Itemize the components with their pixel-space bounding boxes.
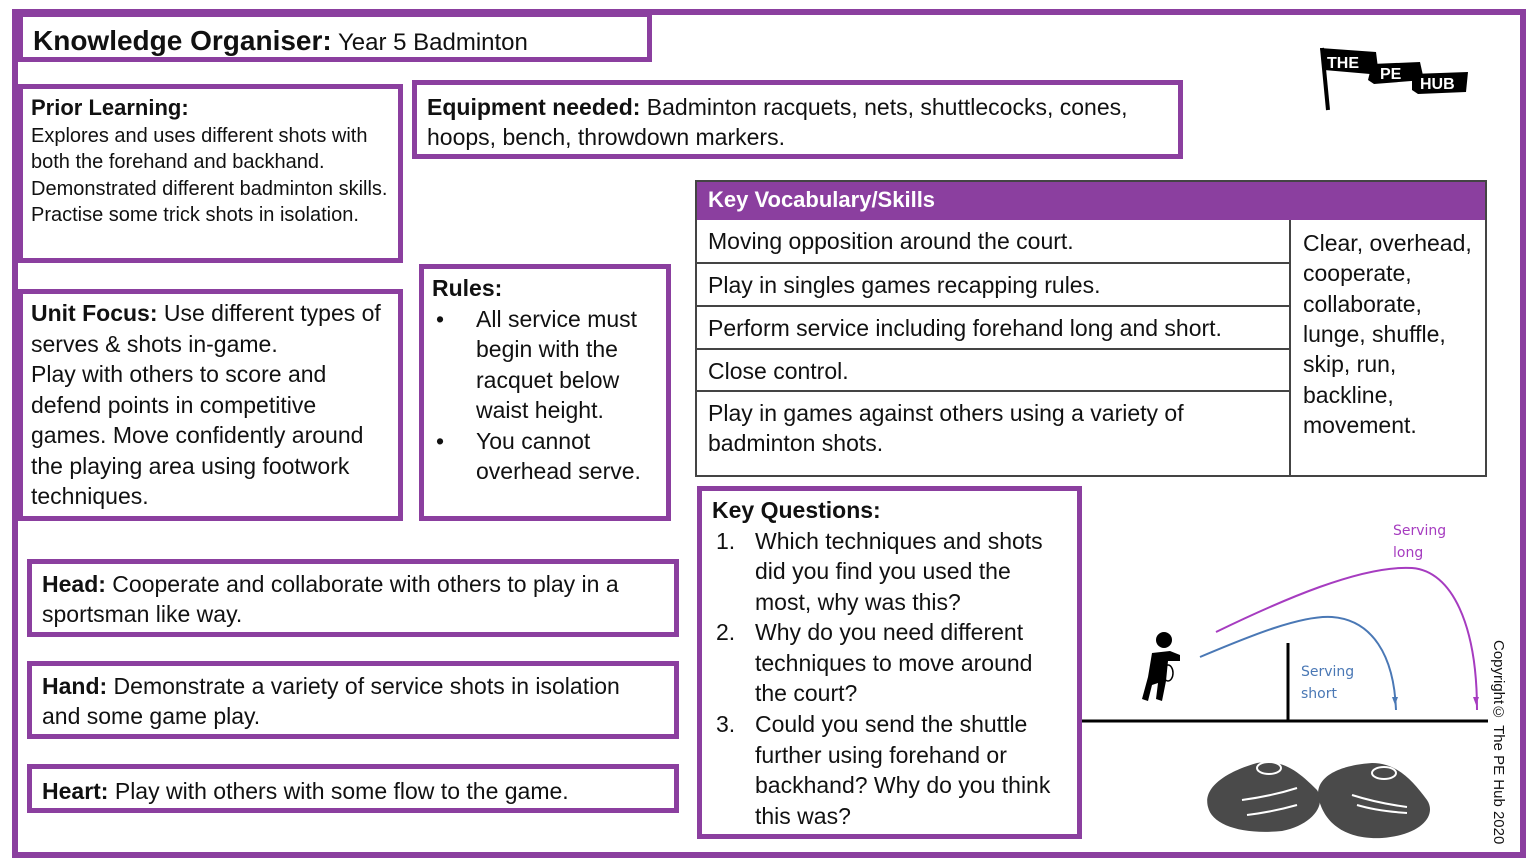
question-item: 2. Why do you need different techniques t…: [712, 617, 1067, 709]
rules-heading: Rules:: [432, 275, 503, 301]
unit-focus-text-2: Play with others to score and defend poi…: [31, 361, 364, 510]
svg-text:THE: THE: [1327, 55, 1359, 72]
equipment-heading: Equipment needed:: [427, 94, 641, 120]
serving-short-label: Serving: [1301, 664, 1354, 680]
vocab-row: Moving opposition around the court.: [697, 220, 1289, 264]
serving-long-label: Serving: [1393, 523, 1446, 539]
title-bold: Knowledge Organiser:: [33, 25, 332, 56]
key-questions-box: Key Questions: 1. Which techniques and sh…: [697, 486, 1082, 839]
vocab-heading: Key Vocabulary/Skills: [697, 182, 1485, 220]
rules-box: Rules: All service must begin with the r…: [419, 264, 671, 521]
page-frame: [12, 9, 1526, 858]
prior-learning-text: Explores and uses different shots with b…: [31, 124, 388, 227]
rule-item: You cannot overhead serve.: [432, 426, 658, 487]
page-title: Knowledge Organiser: Year 5 Badminton: [18, 12, 652, 62]
question-text: Why do you need different techniques to …: [755, 619, 1033, 707]
key-vocabulary-table: Key Vocabulary/Skills Moving opposition …: [695, 180, 1487, 477]
prior-learning-box: Prior Learning: Explores and uses differe…: [18, 84, 403, 263]
head-label: Head:: [42, 571, 106, 597]
cones-icon: [1207, 761, 1430, 839]
serve-diagram: Serving long Serving short: [1082, 523, 1488, 839]
prior-learning-heading: Prior Learning:: [31, 95, 189, 120]
hand-label: Hand:: [42, 673, 108, 699]
heart-box: Heart: Play with others with some flow t…: [27, 764, 679, 813]
short-serve-path: [1199, 615, 1397, 711]
key-questions-heading: Key Questions:: [712, 497, 881, 523]
serving-short-label-2: short: [1301, 686, 1337, 702]
question-item: 1. Which techniques and shots did you fin…: [712, 526, 1067, 618]
question-text: Could you send the shuttle further using…: [755, 711, 1051, 829]
vocab-row: Play in games against others using a var…: [708, 400, 1184, 456]
question-text: Which techniques and shots did you find …: [755, 527, 1043, 615]
heart-text: Play with others with some flow to the g…: [108, 778, 569, 804]
unit-focus-box: Unit Focus: Use different types of serve…: [18, 289, 403, 521]
rule-item: All service must begin with the racquet …: [432, 304, 658, 426]
svg-text:PE: PE: [1380, 66, 1402, 83]
head-box: Head: Cooperate and collaborate with oth…: [27, 559, 679, 637]
question-number: 1.: [716, 527, 736, 554]
unit-focus-heading: Unit Focus:: [31, 300, 158, 326]
serving-long-label-2: long: [1393, 545, 1423, 561]
hand-text: Demonstrate a variety of service shots i…: [42, 673, 620, 729]
hand-box: Hand: Demonstrate a variety of service s…: [27, 661, 679, 739]
svg-text:HUB: HUB: [1420, 76, 1455, 93]
title-subject: Year 5 Badminton: [331, 29, 528, 56]
vocab-row: Play in singles games recapping rules.: [697, 264, 1289, 307]
long-serve-path: [1215, 566, 1478, 711]
equipment-box: Equipment needed: Badminton racquets, ne…: [412, 80, 1183, 159]
unit-focus-text: Use different types of serves & shots in…: [31, 300, 381, 357]
vocab-words: Clear, overhead, cooperate, collaborate,…: [1303, 230, 1472, 439]
equipment-text: Badminton racquets, nets, shuttlecocks, …: [427, 94, 1128, 150]
pe-hub-logo: THE PE HUB: [1316, 46, 1471, 119]
question-number: 3.: [716, 711, 736, 738]
question-item: 3. Could you send the shuttle further usi…: [712, 709, 1067, 831]
head-text: Cooperate and collaborate with others to…: [42, 571, 619, 627]
player-icon: [1142, 632, 1180, 701]
question-number: 2.: [716, 619, 736, 646]
copyright-text: Copyright© The PE Hub 2020: [1490, 640, 1507, 845]
vocab-row: Close control.: [697, 350, 1289, 392]
vocab-row: Perform service including forehand long …: [697, 307, 1289, 350]
heart-label: Heart:: [42, 778, 109, 804]
